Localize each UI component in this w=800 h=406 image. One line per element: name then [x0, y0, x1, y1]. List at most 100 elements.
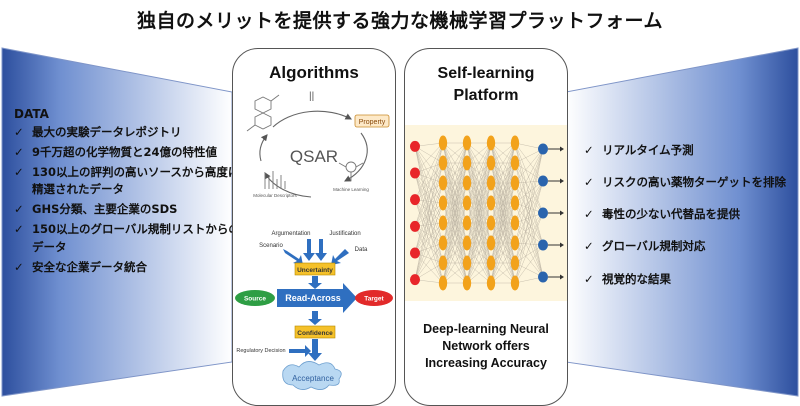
input-node: [410, 194, 420, 206]
uncertainty-box: [294, 262, 336, 276]
network-edge: [466, 142, 492, 184]
property-label: Property: [359, 119, 386, 126]
network-edge: [414, 182, 444, 200]
target-ellipse: [355, 290, 393, 306]
down-arrow: [308, 311, 322, 325]
network-edge: [514, 142, 544, 182]
output-arrows: [548, 146, 564, 280]
network-edge: [514, 182, 544, 246]
network-edge: [514, 148, 544, 264]
network-edge: [442, 142, 468, 244]
hidden-node: [486, 175, 496, 191]
source-label: Source: [244, 296, 266, 303]
network-edge: [514, 182, 544, 214]
self-learning-card: Self-learning Platform Deep-learning Neu…: [404, 48, 568, 406]
data-feature-list: 最大の実験データレポジトリ 9千万超の化学物質と24億の特性値 130以上の評判…: [12, 124, 242, 279]
hidden-node: [438, 155, 448, 171]
output-arrow-head: [560, 178, 564, 184]
network-edge: [414, 182, 444, 227]
network-edge: [514, 242, 544, 278]
network-edge: [514, 148, 544, 224]
network-edge: [514, 180, 544, 244]
algorithms-title: Algorithms: [269, 63, 359, 82]
benefit-list: リアルタイム予測 リスクの高い薬物ターゲットを排除 毒性の少ない代替品を提供 グ…: [582, 140, 792, 301]
network-edge: [414, 162, 444, 200]
network-edge: [490, 142, 516, 164]
network-edge: [466, 142, 492, 284]
data-feature-item: 最大の実験データレポジトリ: [12, 124, 242, 142]
network-edge: [466, 262, 492, 284]
network-edge: [514, 182, 544, 278]
network-edge: [490, 222, 516, 284]
network-edge: [414, 226, 444, 244]
page-title: 独自のメリットを提供する強力な機械学習プラットフォーム: [137, 10, 663, 32]
network-edge: [414, 222, 444, 254]
qsar-label: QSAR: [290, 147, 338, 166]
down-arrow: [308, 276, 322, 289]
hidden-node: [462, 235, 472, 251]
network-edge: [466, 142, 492, 204]
network-edge: [514, 148, 544, 284]
network-nodes: [410, 135, 548, 291]
neural-network-diagram: [405, 125, 567, 301]
hidden-node: [486, 215, 496, 231]
network-edge: [490, 142, 516, 284]
network-edge: [466, 142, 492, 244]
network-edge: [442, 142, 468, 184]
benefit-item: 視覚的な結果: [582, 269, 792, 289]
network-edge: [414, 146, 444, 204]
hidden-node: [510, 175, 520, 191]
hidden-node: [438, 195, 448, 211]
self-learning-title-line: Self-learning: [437, 65, 535, 82]
network-edge: [442, 142, 468, 204]
network-edge: [490, 142, 516, 244]
qsar-cycle: [259, 110, 368, 198]
uncertainty-label: Uncertainty: [297, 267, 333, 274]
hidden-node: [462, 215, 472, 231]
network-edge: [514, 142, 544, 246]
network-edge: [414, 162, 444, 280]
network-edge: [466, 222, 492, 284]
machine-learning-label: Machine Learning: [333, 187, 369, 192]
output-node: [538, 175, 548, 187]
hidden-node: [486, 155, 496, 171]
network-edge: [442, 202, 468, 284]
network-edge: [466, 202, 492, 284]
hidden-node: [462, 135, 472, 151]
network-edge: [414, 202, 444, 280]
network-edge: [514, 180, 544, 284]
self-learning-title-line: Platform: [453, 86, 519, 104]
network-edge: [414, 202, 444, 254]
output-arrow-head: [560, 274, 564, 280]
data-heading: DATA: [14, 107, 49, 121]
hidden-node: [510, 135, 520, 151]
network-edge: [514, 142, 544, 278]
network-edge: [414, 226, 444, 264]
hidden-node: [438, 255, 448, 271]
network-edge: [514, 262, 544, 278]
output-arrow-head: [560, 146, 564, 152]
network-edge: [514, 148, 544, 244]
data-feature-item: 9千万超の化学物質と24億の特性値: [12, 144, 242, 162]
self-learning-title: Self-learning Platform: [405, 63, 567, 106]
data-feature-item: 150以上のグローバル規制リストからのデータ: [12, 221, 242, 257]
molecule-icon: [246, 94, 280, 132]
output-node: [538, 207, 548, 219]
network-edge: [514, 148, 544, 184]
network-edge: [466, 142, 492, 164]
hidden-node: [486, 275, 496, 291]
hidden-node: [462, 175, 472, 191]
network-edge: [414, 226, 444, 284]
network-edge: [414, 162, 444, 227]
network-edge: [442, 142, 468, 164]
hidden-node: [462, 255, 472, 271]
hidden-node: [438, 275, 448, 291]
algorithms-illustration: || Property QSAR Molecular Descriptors M…: [235, 91, 393, 390]
network-edge: [514, 180, 544, 224]
down-arrow: [308, 339, 322, 361]
benefit-item: リスクの高い薬物ターゲットを排除: [582, 172, 792, 192]
network-edge: [514, 222, 544, 246]
hidden-node: [510, 275, 520, 291]
hidden-node: [462, 275, 472, 291]
network-edge: [490, 142, 516, 184]
